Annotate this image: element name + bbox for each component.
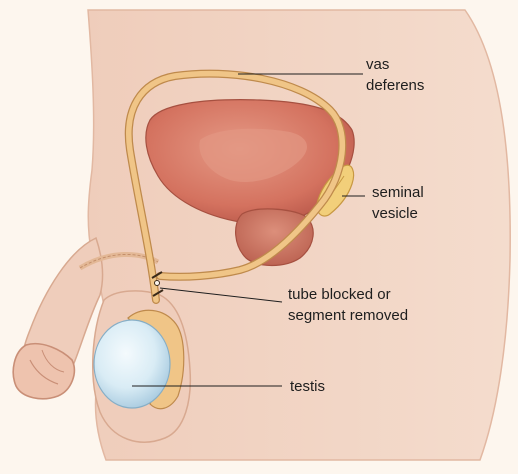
vas-deferens-label: vas deferens bbox=[366, 54, 424, 96]
seminal-vesicle-label: seminal vesicle bbox=[372, 182, 424, 224]
testis-shape bbox=[94, 320, 170, 408]
testis-label: testis bbox=[290, 376, 325, 397]
prostate bbox=[236, 209, 314, 266]
tube-blocked-label: tube blocked or segment removed bbox=[288, 284, 408, 326]
